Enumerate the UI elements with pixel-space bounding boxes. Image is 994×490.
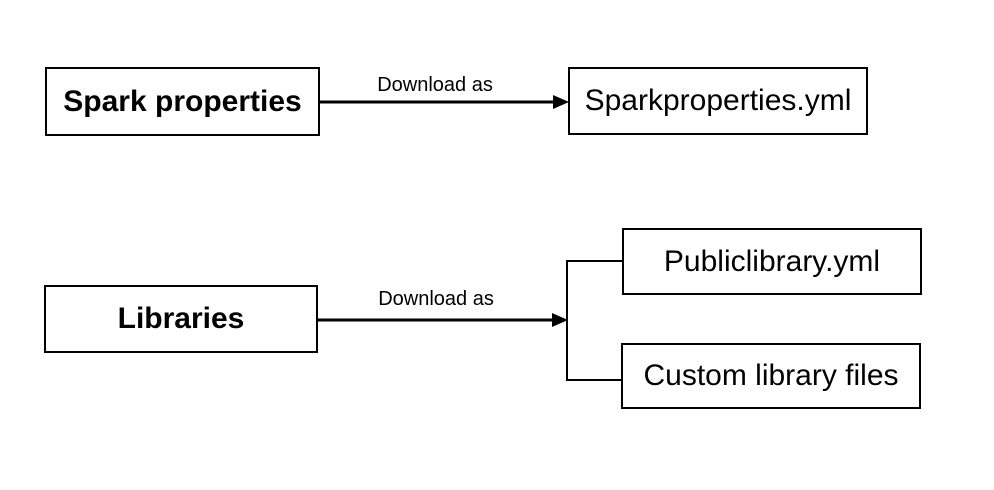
node-publiclibrary-yml-label: Publiclibrary.yml	[663, 244, 881, 278]
node-custom-library-files-label: Custom library files	[643, 359, 899, 392]
node-custom-library-files: Custom library files	[621, 343, 921, 409]
node-libraries-label: Libraries	[117, 302, 245, 335]
arrowhead-spark-to-yml	[553, 95, 569, 109]
arrowhead-libraries-to-branch	[552, 313, 568, 327]
edge-label-download-as-bottom: Download as	[378, 288, 494, 310]
edge-label-download-as-top: Download as	[377, 74, 493, 96]
node-publiclibrary-yml: Publiclibrary.yml	[622, 228, 922, 295]
node-sparkproperties-yml: Sparkproperties.yml	[568, 67, 868, 135]
node-libraries: Libraries	[44, 285, 318, 353]
node-sparkproperties-yml-label: Sparkproperties.yml	[584, 84, 852, 117]
branch-bracket-connector	[566, 260, 622, 381]
node-spark-properties: Spark properties	[45, 67, 320, 136]
node-spark-properties-label: Spark properties	[63, 84, 302, 118]
